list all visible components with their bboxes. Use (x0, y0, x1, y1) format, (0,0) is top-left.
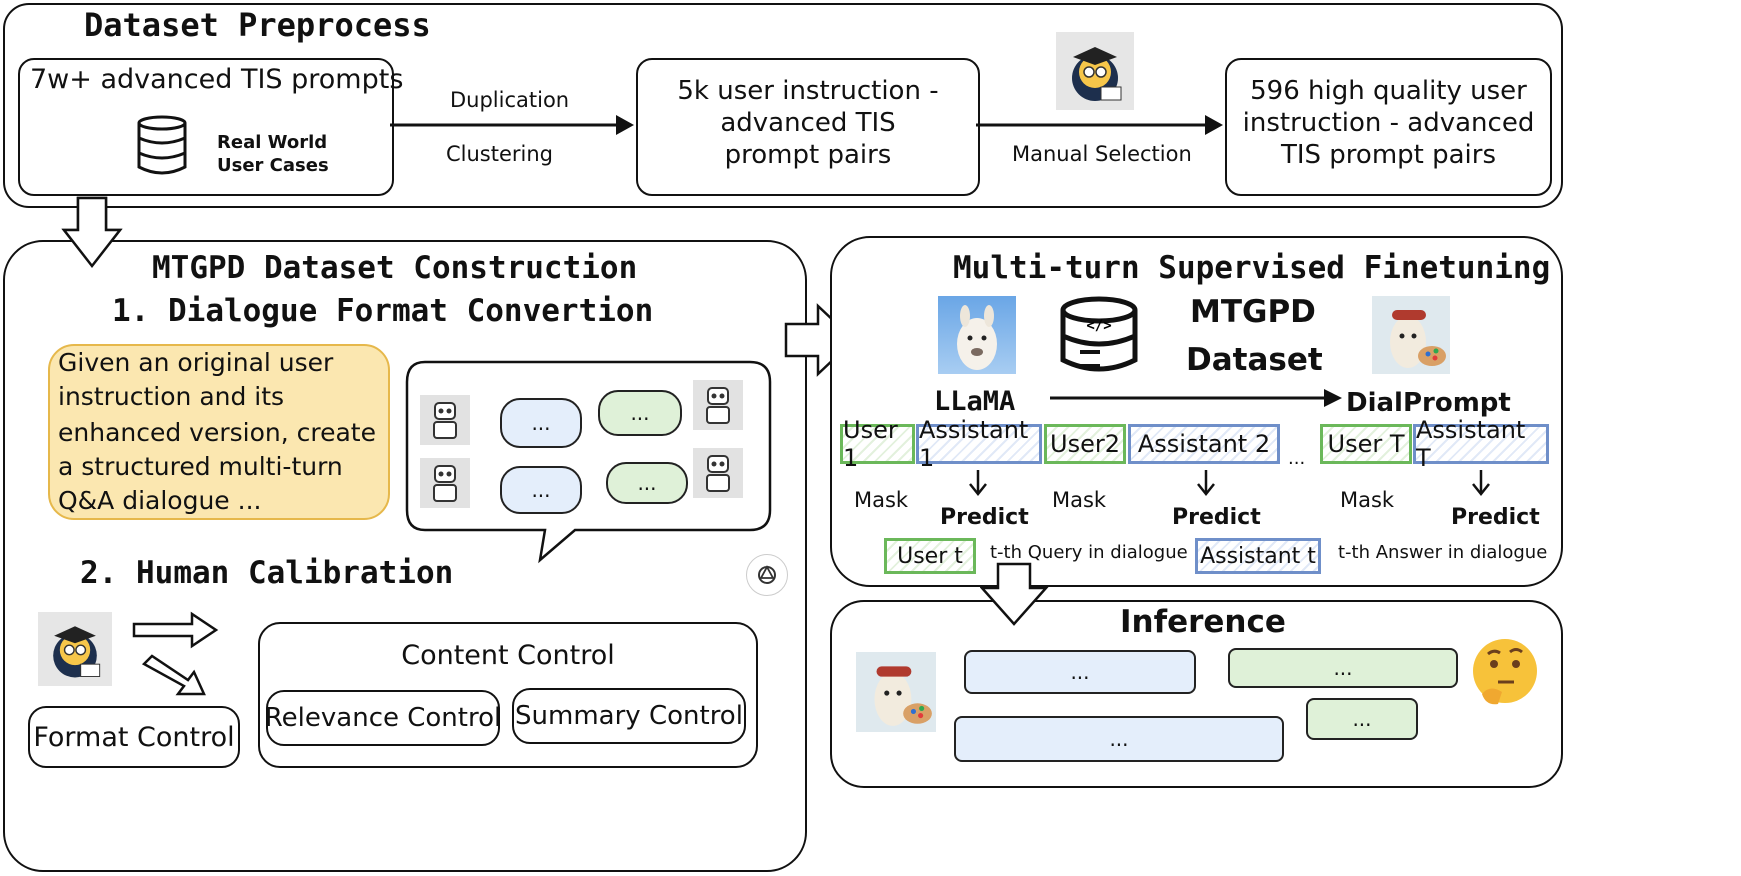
pairs-596-line-2: instruction - advanced (1242, 108, 1535, 138)
preprocess-arrows (390, 115, 1223, 135)
scholar-avatar-bottom (38, 612, 112, 686)
mask-label-1: Mask (854, 488, 909, 512)
real-world-label-2: User Cases (217, 155, 329, 176)
token-gap: ... (1288, 448, 1306, 469)
prompt-line-5: Q&A dialogue ... (58, 486, 262, 515)
predict-label-3: Predict (1451, 505, 1540, 530)
legend-user-t: User t (884, 538, 976, 574)
predict-label-1: Predict (940, 505, 1029, 530)
dialogue-bubble-4: ... (606, 462, 688, 504)
step2-title: 2. Human Calibration (80, 555, 454, 591)
dialogue-bubble-2: ... (598, 390, 682, 436)
finetune-arrow (1050, 389, 1342, 407)
prompt-line-1: Given an original user (58, 348, 334, 377)
pairs-596-line-3: TIS prompt pairs (1280, 140, 1497, 170)
arrow-to-5k-head (616, 115, 634, 135)
thinking-face-icon (1468, 636, 1542, 710)
token-user-1: User 1 (840, 416, 915, 472)
mtgpd-dataset-line-1: MTGPD (1190, 294, 1316, 330)
manual-selection-label: Manual Selection (1012, 142, 1192, 166)
mask-label-2: Mask (1052, 488, 1107, 512)
finetuning-title: Multi-turn Supervised Finetuning (953, 250, 1551, 286)
robot-icon-1 (420, 395, 470, 445)
step1-title: 1. Dialogue Format Convertion (112, 293, 654, 329)
construction-title: MTGPD Dataset Construction (152, 250, 638, 286)
prompt-line-2: instruction and its (58, 382, 285, 411)
robot-icon-4 (693, 448, 743, 498)
inference-bubble-3: ... (1306, 698, 1418, 740)
mask-label-3: Mask (1340, 488, 1395, 512)
hollow-arrow-down-overlay (61, 196, 123, 269)
legend-assistant-desc: t-th Answer in dialogue (1338, 542, 1548, 563)
svg-text:</>: </> (1086, 318, 1111, 334)
code-database-icon: </> (1058, 296, 1140, 376)
inference-bubble-4: ... (954, 716, 1284, 762)
pairs-596-line-1: 596 high quality user (1250, 76, 1527, 106)
content-control-label: Content Control (401, 640, 615, 671)
dialprompt-llama-image (1372, 296, 1450, 374)
scholar-avatar-top (1056, 32, 1134, 110)
hollow-arrow-to-inference (980, 562, 1049, 626)
predict-label-2: Predict (1172, 505, 1261, 530)
preprocess-title: Dataset Preprocess (84, 6, 431, 44)
token-user-t: User T (1320, 424, 1412, 464)
prompt-note (48, 344, 390, 520)
duplication-label: Duplication (450, 88, 570, 112)
llama-image (938, 296, 1016, 374)
legend-assistant-t: Assistant t (1195, 538, 1321, 574)
relevance-control-box: Relevance Control (265, 690, 501, 746)
dialprompt-label: DialPrompt (1346, 388, 1511, 418)
database-icon (135, 115, 189, 175)
pairs-5k-line-1: 5k user instruction - (677, 76, 939, 106)
raw-prompts-title: 7w+ advanced TIS prompts (30, 64, 404, 95)
pairs-596-box (1225, 58, 1552, 196)
finetuning-panel (830, 236, 1563, 587)
hollow-arrows-calibration (132, 611, 219, 696)
dialogue-bubble-3: ... (500, 466, 582, 514)
pairs-5k-line-2: advanced TIS (720, 108, 896, 138)
inference-bubble-1: ... (964, 650, 1196, 694)
inference-title: Inference (1120, 604, 1286, 640)
clustering-label: Clustering (446, 142, 554, 166)
token-user-2: User2 (1044, 424, 1126, 464)
prompt-line-3: enhanced version, create (58, 418, 376, 447)
pairs-5k-line-3: prompt pairs (724, 140, 892, 170)
arrow-to-596-head (1205, 115, 1223, 135)
prompt-line-4: a structured multi-turn (58, 452, 343, 481)
format-control-box: Format Control (28, 706, 240, 768)
predict-arrows (969, 470, 1490, 497)
dialogue-bubble-1: ... (500, 398, 582, 448)
real-world-label-1: Real World (217, 132, 328, 153)
mtgpd-dataset-line-2: Dataset (1186, 342, 1323, 378)
chatgpt-logo-icon (746, 554, 788, 596)
inference-llama-image (856, 652, 936, 732)
llama-label: LLaMA (934, 386, 1016, 417)
robot-icon-2 (420, 458, 470, 508)
robot-icon-3 (693, 380, 743, 430)
summary-control-box: Summary Control (512, 688, 746, 744)
raw-prompts-box (18, 58, 394, 196)
token-assistant-2: Assistant 2 (1128, 424, 1280, 464)
pairs-5k-box (636, 58, 980, 196)
inference-bubble-2: ... (1228, 648, 1458, 688)
legend-user-desc: t-th Query in dialogue (990, 542, 1188, 563)
